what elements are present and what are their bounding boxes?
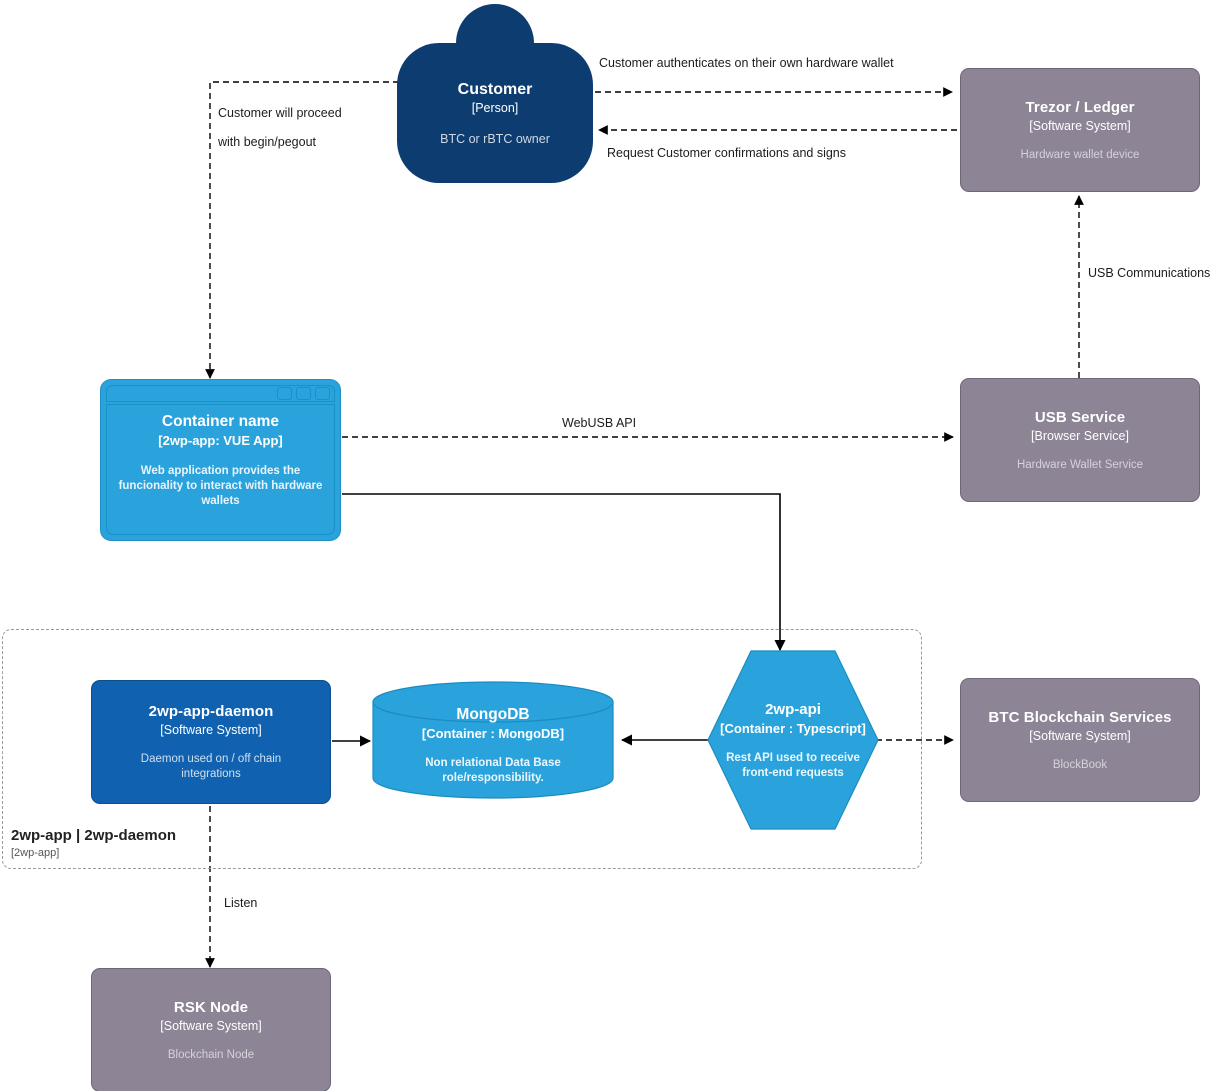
- browser-button-close-icon[interactable]: [315, 387, 330, 400]
- mongodb-content: MongoDB [Container : MongoDB] Non relati…: [372, 705, 614, 784]
- 2wp-app-daemon-tech: [Software System]: [160, 723, 262, 737]
- trezor-ledger-title: Trezor / Ledger: [1025, 98, 1135, 116]
- node-usb-service[interactable]: USB Service [Browser Service] Hardware W…: [960, 378, 1200, 502]
- cylinder-shape: [372, 681, 614, 799]
- 2wp-api-tech: [Container : Typescript]: [720, 720, 866, 736]
- 2wp-app-daemon-description: Daemon used on / off chain integrations: [140, 753, 282, 780]
- browser-button-minimize-icon[interactable]: [277, 387, 292, 400]
- edge-label-listen: Listen: [224, 896, 258, 910]
- node-container-name[interactable]: Container name [2wp-app: VUE App] Web ap…: [100, 379, 341, 541]
- mongodb-tech: [Container : MongoDB]: [421, 725, 565, 741]
- boundary-label: 2wp-app | 2wp-daemon [2wp-app]: [11, 826, 176, 861]
- trezor-ledger-description: Hardware wallet device: [1020, 148, 1140, 161]
- edge-container-to-api: [342, 493, 786, 652]
- edge-label-trezor-to-customer: Request Customer confirmations and signs: [607, 146, 847, 160]
- browser-content: Container name [2wp-app: VUE App] Web ap…: [106, 404, 335, 535]
- usb-service-description: Hardware Wallet Service: [1016, 458, 1144, 471]
- rsk-node-title: RSK Node: [173, 998, 249, 1016]
- btc-blockchain-services-title: BTC Blockchain Services: [988, 708, 1172, 726]
- browser-button-maximize-icon[interactable]: [296, 387, 311, 400]
- edge-label-webusb-api: WebUSB API: [562, 416, 637, 430]
- container-name-description: Web application provides the funcionalit…: [118, 465, 323, 507]
- edge-customer-to-container: [205, 81, 399, 379]
- person-body: Customer [Person] BTC or rBTC owner: [397, 43, 593, 183]
- usb-service-title: USB Service: [1034, 408, 1126, 426]
- 2wp-app-daemon-title: 2wp-app-daemon: [148, 703, 274, 720]
- edge-label-customer-to-container-line2: with begin/pegout: [218, 135, 316, 149]
- browser-title-bar: [106, 385, 335, 402]
- boundary-name: 2wp-app | 2wp-daemon: [11, 827, 177, 844]
- 2wp-api-title: 2wp-api: [765, 700, 821, 718]
- node-trezor-ledger[interactable]: Trezor / Ledger [Software System] Hardwa…: [960, 68, 1200, 192]
- rsk-node-description: Blockchain Node: [167, 1048, 255, 1061]
- edge-label-usb-communications: USB Communications: [1088, 266, 1211, 280]
- customer-tech: [Person]: [471, 100, 519, 115]
- boundary-2wp-app-2wp-daemon: [2, 629, 922, 869]
- edge-label-customer-to-trezor: Customer authenticates on their own hard…: [599, 56, 894, 70]
- edge-label-customer-to-container-line1: Customer will proceed: [218, 106, 342, 120]
- customer-title: Customer: [457, 80, 533, 98]
- boundary-tech: [2wp-app]: [11, 847, 60, 859]
- btc-blockchain-services-tech: [Software System]: [1029, 728, 1131, 743]
- 2wp-api-description: Rest API used to receive front-end reque…: [726, 751, 860, 779]
- container-name-title: Container name: [161, 413, 280, 430]
- node-mongodb[interactable]: MongoDB [Container : MongoDB] Non relati…: [372, 681, 614, 799]
- usb-service-tech: [Browser Service]: [1031, 428, 1129, 443]
- node-btc-blockchain-services[interactable]: BTC Blockchain Services [Software System…: [960, 678, 1200, 802]
- container-name-tech: [2wp-app: VUE App]: [158, 433, 283, 448]
- hexagon-shape: [707, 650, 879, 830]
- customer-description: BTC or rBTC owner: [440, 131, 550, 146]
- node-2wp-app-daemon[interactable]: 2wp-app-daemon [Software System] Daemon …: [91, 680, 331, 804]
- trezor-ledger-tech: [Software System]: [1029, 118, 1131, 133]
- rsk-node-tech: [Software System]: [160, 1018, 262, 1033]
- mongodb-title: MongoDB: [456, 705, 530, 723]
- mongodb-description: Non relational Data Base role/responsibi…: [425, 756, 561, 784]
- node-2wp-api[interactable]: 2wp-api [Container : Typescript] Rest AP…: [707, 650, 879, 830]
- btc-blockchain-services-description: BlockBook: [1052, 758, 1108, 771]
- node-rsk-node[interactable]: RSK Node [Software System] Blockchain No…: [91, 968, 331, 1091]
- node-customer[interactable]: Customer [Person] BTC or rBTC owner: [397, 4, 593, 184]
- 2wp-api-content: 2wp-api [Container : Typescript] Rest AP…: [707, 650, 879, 830]
